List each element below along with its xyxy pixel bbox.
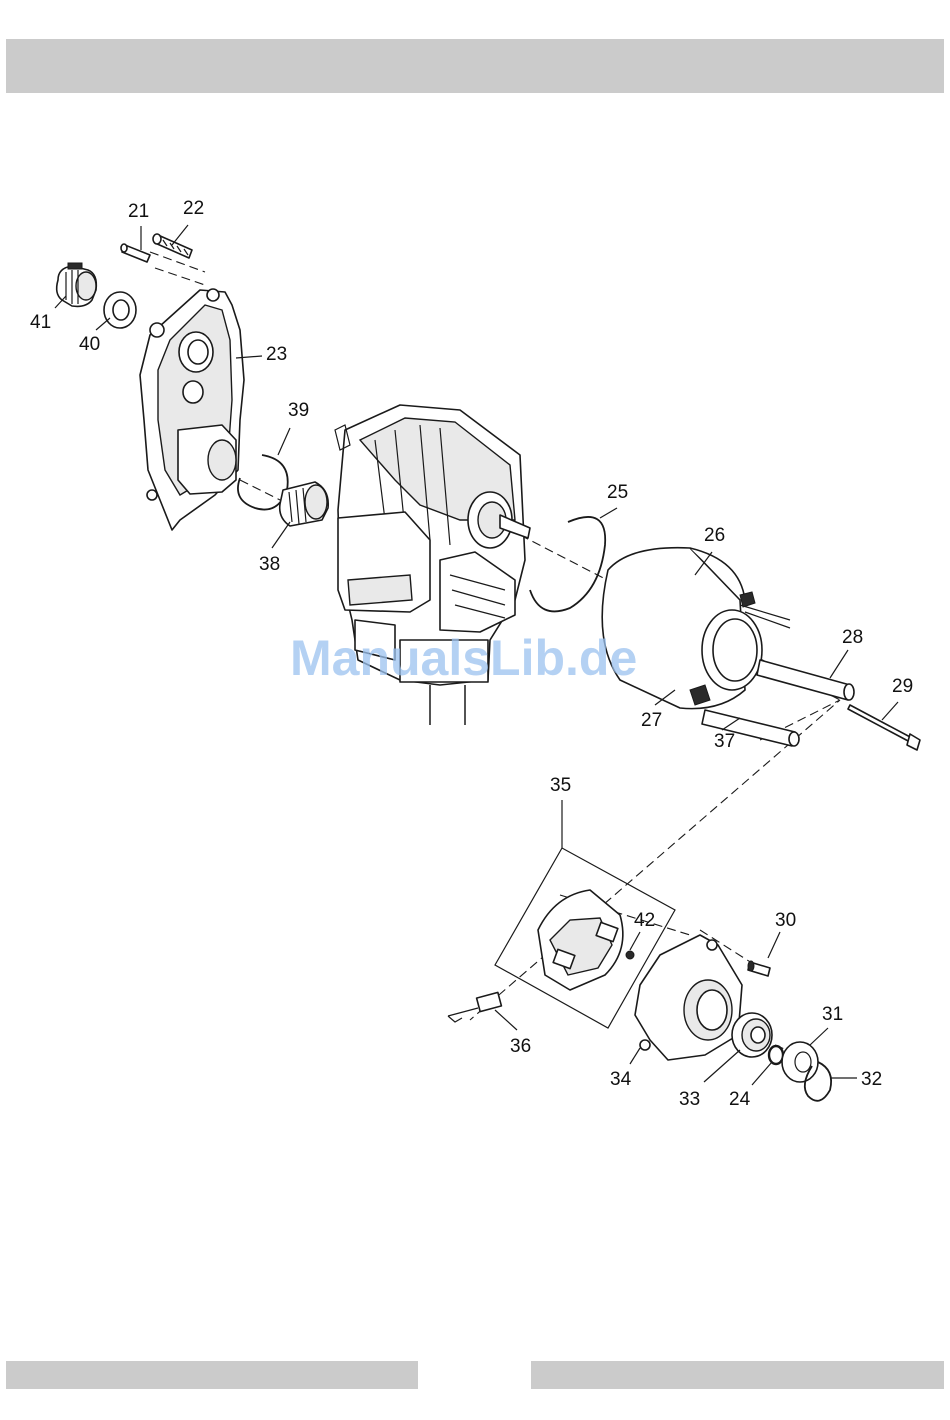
callout-36: 36 (510, 1036, 531, 1057)
callout-32: 32 (861, 1069, 882, 1090)
callout-38: 38 (259, 554, 280, 575)
end-shield-34 (635, 935, 742, 1060)
callout-27: 27 (641, 710, 662, 731)
sleeve-28 (757, 660, 854, 700)
callout-42: 42 (634, 910, 655, 931)
callout-25: 25 (607, 482, 628, 503)
pin-21 (121, 244, 150, 262)
callout-33: 33 (679, 1089, 700, 1110)
screw-29 (848, 705, 920, 750)
callout-21: 21 (128, 201, 149, 222)
callout-26: 26 (704, 525, 725, 546)
screw-30 (748, 961, 770, 976)
ball-bearing-33 (732, 1013, 772, 1057)
watermark: ManualsLib.de (290, 630, 637, 686)
callout-22: 22 (183, 198, 204, 219)
carbon-brush-36 (448, 992, 501, 1022)
callout-29: 29 (892, 676, 913, 697)
needle-bearing-38 (280, 482, 329, 526)
callout-23: 23 (266, 344, 287, 365)
callout-30: 30 (775, 910, 796, 931)
callout-31: 31 (822, 1004, 843, 1025)
washer-40 (104, 292, 136, 328)
callout-39: 39 (288, 400, 309, 421)
screw-22 (153, 234, 192, 258)
callout-24: 24 (729, 1089, 751, 1110)
gear-housing-23 (140, 289, 244, 530)
ring-24 (769, 1046, 783, 1064)
callout-41: 41 (30, 312, 51, 333)
callout-37: 37 (714, 731, 735, 752)
callout-28: 28 (842, 627, 863, 648)
callout-40: 40 (79, 334, 100, 355)
callout-34: 34 (610, 1069, 632, 1090)
washer-31 (782, 1042, 818, 1082)
callout-35: 35 (550, 775, 571, 796)
snap-ring-25 (530, 517, 605, 611)
